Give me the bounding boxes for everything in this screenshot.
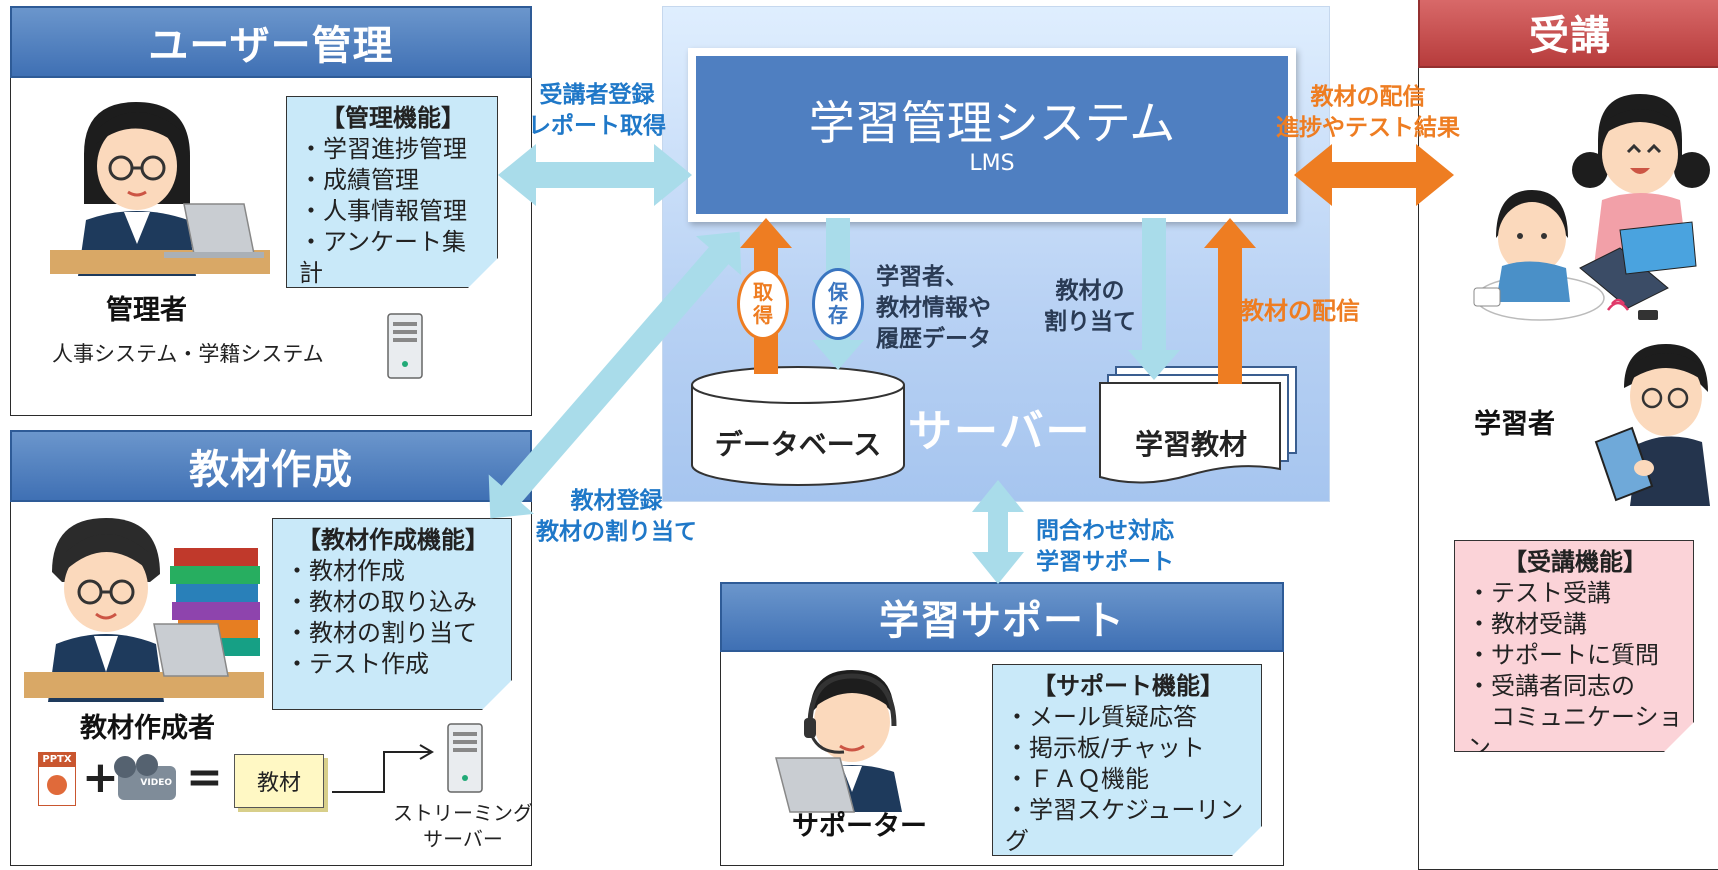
supporter-illustration-icon <box>775 670 902 813</box>
admin-function-item: ・成績管理 <box>299 166 419 194</box>
creator-function-item: ・テスト作成 <box>285 650 429 678</box>
support-function-item: ・掲示板/チャット <box>1005 734 1205 762</box>
admin-function-item: ・アンケート集計 <box>299 228 467 287</box>
lms-title: 学習管理システム <box>808 95 1176 150</box>
server-label: サーバー <box>908 406 1092 457</box>
creator-functions-note: 【教材作成機能】 ・教材作成 ・教材の取り込み ・教材の割り当て ・テスト作成 <box>272 518 512 710</box>
streaming-server-label: ストリーミング サーバー <box>393 801 533 851</box>
plus-sign: + <box>82 752 119 803</box>
support-lms-double-arrow <box>972 480 1024 584</box>
learner-functions-note: 【受講機能】 ・テスト受講 ・教材受講 ・サポートに質問 ・受講者同志の コミュ… <box>1454 540 1694 752</box>
learner-lms-double-arrow <box>1294 144 1454 206</box>
materials-label: 学習教材 <box>1134 428 1247 461</box>
learning-header: 受講 <box>1418 0 1718 68</box>
admin-system-note: 人事システム・学籍システム <box>52 342 324 366</box>
support-function-item: ・学習スケジューリング <box>1005 796 1244 855</box>
pptx-file-icon: PPTX <box>38 752 76 806</box>
material-folder-icon: 教材 <box>234 754 324 808</box>
lms-subtitle: LMS <box>969 150 1015 176</box>
creator-function-item: ・教材の取り込み <box>285 588 477 616</box>
save-description: 学習者、 教材情報や 履歴データ <box>876 264 991 352</box>
admin-functions-note: 【管理機能】 ・学習進捗管理 ・成績管理 ・人事情報管理 ・アンケート集計 <box>286 96 498 288</box>
server-tower-icon <box>387 313 423 379</box>
creator-illustration-icon <box>24 518 264 702</box>
learner-role-label: 学習者 <box>1474 409 1555 440</box>
admin-illustration-icon <box>50 102 270 276</box>
materials-stack-icon <box>1099 366 1297 484</box>
save-badge: 保存 <box>812 268 864 340</box>
creator-functions-title: 【教材作成機能】 <box>297 526 489 554</box>
learner-function-item: コミュニケーション <box>1467 703 1683 762</box>
admin-functions-title: 【管理機能】 <box>321 104 465 132</box>
upload-path-arrow <box>332 744 434 793</box>
support-function-item: ・ＦＡＱ機能 <box>1005 765 1149 793</box>
equals-sign: = <box>186 752 223 803</box>
learner-function-item: ・受講者同志の <box>1467 672 1635 700</box>
learner-lms-label: 教材の配信 進捗やテスト結果 <box>1276 84 1460 141</box>
learner-illustration-icon <box>1594 344 1710 506</box>
learner-function-item: ・サポートに質問 <box>1467 641 1659 669</box>
pptx-label: PPTX <box>39 753 75 767</box>
children-tablet-illustration-icon <box>1473 94 1710 321</box>
create-lms-label: 教材登録 教材の割り当て <box>536 488 697 545</box>
deliver-description: 教材の配信 <box>1240 297 1360 325</box>
creator-function-item: ・教材の割り当て <box>285 619 477 647</box>
streaming-server-icon <box>447 723 483 793</box>
admin-role-label: 管理者 <box>106 295 187 326</box>
support-function-item: ・メール質疑応答 <box>1005 703 1197 731</box>
learner-functions-title: 【受講機能】 <box>1503 548 1647 576</box>
video-label: VIDEO <box>140 778 172 788</box>
support-functions-note: 【サポート機能】 ・メール質疑応答 ・掲示板/チャット ・ＦＡＱ機能 ・学習スケ… <box>992 664 1262 856</box>
user-lms-double-arrow <box>498 144 692 206</box>
assign-description: 教材の 割り当て <box>1044 278 1136 335</box>
support-functions-title: 【サポート機能】 <box>1032 672 1224 700</box>
admin-function-item: ・人事情報管理 <box>299 197 467 225</box>
creator-role-label: 教材作成者 <box>80 713 215 744</box>
assign-arrow <box>1128 218 1180 380</box>
database-label: データベース <box>714 428 882 461</box>
learner-function-item: ・テスト受講 <box>1467 579 1611 607</box>
support-lms-label: 問合わせ対応 学習サポート <box>1036 518 1174 575</box>
get-badge: 取得 <box>737 268 789 340</box>
content-creation-header: 教材作成 <box>10 430 532 502</box>
user-lms-label: 受講者登録 レポート取得 <box>528 82 666 139</box>
support-header: 学習サポート <box>720 582 1284 652</box>
user-mgmt-header: ユーザー管理 <box>10 6 532 78</box>
material-folder-label: 教材 <box>256 771 301 796</box>
admin-function-item: ・学習進捗管理 <box>299 135 467 163</box>
video-camera-icon: VIDEO <box>114 754 176 800</box>
deliver-arrow <box>1204 218 1256 384</box>
database-icon <box>691 366 905 486</box>
creator-function-item: ・教材作成 <box>285 557 405 585</box>
learner-function-item: ・教材受講 <box>1467 610 1587 638</box>
supporter-role-label: サポーター <box>792 811 927 842</box>
lms-inner: 学習管理システム LMS <box>696 56 1288 214</box>
create-lms-double-arrow <box>488 231 742 519</box>
